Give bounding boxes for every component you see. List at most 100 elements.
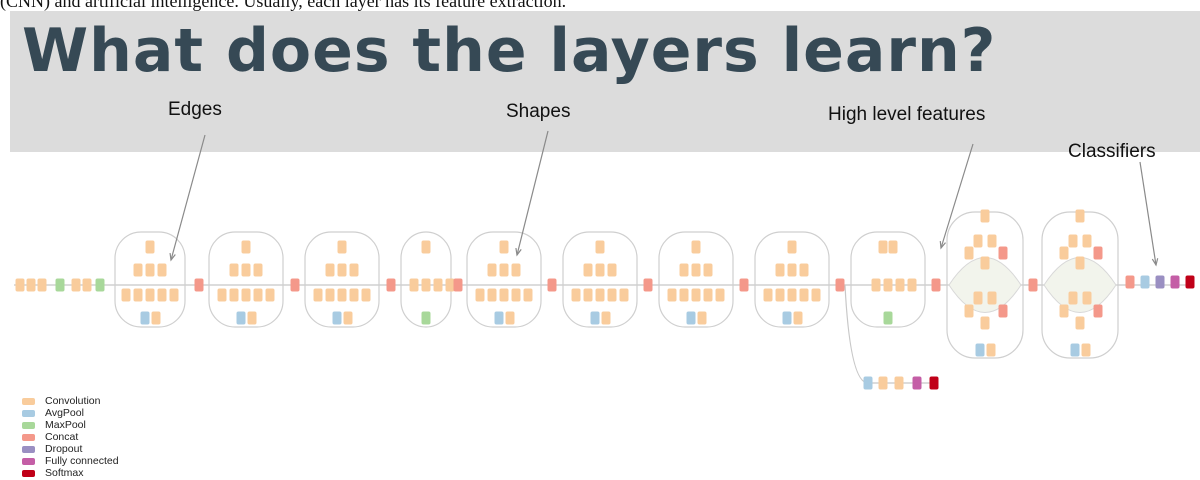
layer-block xyxy=(980,316,990,330)
layer-block xyxy=(157,288,167,302)
layer-block xyxy=(878,376,888,390)
legend-label: MaxPool xyxy=(45,419,86,431)
layer-block xyxy=(703,263,713,277)
layer-block xyxy=(1059,246,1069,260)
layer-block xyxy=(133,263,143,277)
layer-block xyxy=(607,263,617,277)
layer-block xyxy=(499,263,509,277)
layer-block xyxy=(1093,304,1103,318)
slide-title: What does the layers learn? xyxy=(22,16,997,86)
layer-block xyxy=(332,311,342,325)
label-arrow-head xyxy=(515,247,522,257)
legend-label: Concat xyxy=(45,431,79,443)
layer-block xyxy=(236,311,246,325)
layer-block xyxy=(986,343,996,357)
layer-block xyxy=(241,288,251,302)
aux-branch-line xyxy=(844,284,869,384)
layer-block xyxy=(1059,304,1069,318)
layer-block xyxy=(907,278,917,292)
layer-block xyxy=(241,263,251,277)
layer-block xyxy=(169,288,179,302)
layer-block xyxy=(37,278,47,292)
legend-item: Concat xyxy=(22,431,119,443)
layer-block xyxy=(433,278,443,292)
label-arrow-line xyxy=(1139,161,1157,266)
layer-block xyxy=(888,240,898,254)
layer-block xyxy=(973,234,983,248)
layer-block xyxy=(787,288,797,302)
layer-block xyxy=(421,240,431,254)
layer-block xyxy=(229,288,239,302)
layer-block xyxy=(973,291,983,305)
layer-block xyxy=(140,311,150,325)
layer-block xyxy=(290,278,300,292)
layer-block xyxy=(980,256,990,270)
layer-block xyxy=(1093,246,1103,260)
layer-block xyxy=(349,263,359,277)
legend-swatch xyxy=(22,409,35,417)
layer-block xyxy=(82,278,92,292)
layer-block xyxy=(247,311,257,325)
layer-block xyxy=(894,376,904,390)
layer-block xyxy=(337,263,347,277)
layer-block xyxy=(1075,316,1085,330)
legend-swatch xyxy=(22,469,35,477)
layer-block xyxy=(253,263,263,277)
layer-block xyxy=(15,278,25,292)
layer-block xyxy=(1028,278,1038,292)
clipped-caption-text: (CNN) and artificial intelligence. Usual… xyxy=(0,0,567,11)
layer-block xyxy=(453,278,463,292)
layer-block xyxy=(686,311,696,325)
layer-block xyxy=(775,263,785,277)
layer-block xyxy=(679,263,689,277)
layer-block xyxy=(133,288,143,302)
inception-module-outline xyxy=(208,231,284,328)
layer-block xyxy=(55,278,65,292)
layer-block xyxy=(998,246,1008,260)
layer-block xyxy=(987,291,997,305)
legend-swatch xyxy=(22,457,35,465)
layer-block xyxy=(325,263,335,277)
layer-block xyxy=(987,234,997,248)
layer-block xyxy=(929,376,939,390)
label-arrow-head xyxy=(1151,258,1159,267)
layer-block xyxy=(998,304,1008,318)
layer-block xyxy=(229,263,239,277)
layer-block xyxy=(337,240,347,254)
legend-item: Fully connected xyxy=(22,455,119,467)
label-classifiers: Classifiers xyxy=(1068,141,1156,162)
layer-block xyxy=(511,263,521,277)
legend-item: Softmax xyxy=(22,467,119,479)
layer-block xyxy=(878,240,888,254)
layer-block xyxy=(763,288,773,302)
layer-block xyxy=(895,278,905,292)
layer-block xyxy=(151,311,161,325)
layer-block xyxy=(883,311,893,325)
label-shapes: Shapes xyxy=(506,101,571,122)
legend-swatch xyxy=(22,445,35,453)
layer-block xyxy=(715,288,725,302)
layer-block xyxy=(145,263,155,277)
layer-block xyxy=(475,288,485,302)
layer-block xyxy=(739,278,749,292)
legend-label: Dropout xyxy=(45,443,83,455)
layer-block xyxy=(799,263,809,277)
layer-block xyxy=(1082,291,1092,305)
layer-block xyxy=(445,278,455,292)
inception-module-outline xyxy=(304,231,380,328)
label-arrow-head xyxy=(169,252,176,262)
layer-block xyxy=(583,288,593,302)
layer-block xyxy=(799,288,809,302)
layer-block xyxy=(1081,343,1091,357)
layer-block xyxy=(835,278,845,292)
layer-block xyxy=(964,304,974,318)
layer-block xyxy=(975,343,985,357)
layer-block xyxy=(1082,234,1092,248)
legend-item: MaxPool xyxy=(22,419,119,431)
layer-block xyxy=(691,288,701,302)
layer-block xyxy=(325,288,335,302)
legend-swatch xyxy=(22,421,35,429)
layer-block xyxy=(494,311,504,325)
